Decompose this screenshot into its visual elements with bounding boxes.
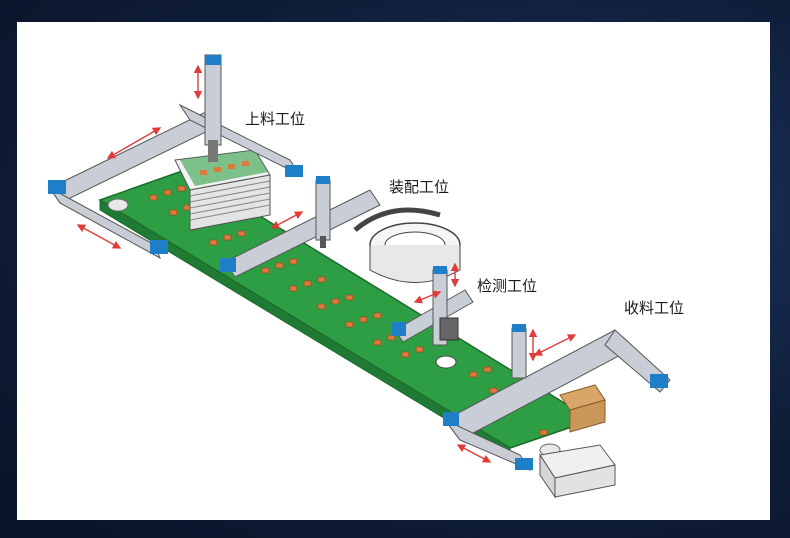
- loading-station-label: 上料工位: [245, 110, 306, 128]
- motion-arrows: [76, 64, 577, 463]
- loading-stack: [174, 149, 271, 231]
- assembly-gantry: [220, 176, 381, 278]
- output-boxes: [539, 384, 616, 499]
- vibratory-feeder: [353, 207, 461, 283]
- inspection-station-label: 检测工位: [477, 277, 538, 295]
- inspection-gantry: [392, 266, 474, 369]
- conveyor-belt: [98, 169, 594, 459]
- receiving-gantry: [443, 324, 671, 472]
- receiving-station-label: 收料工位: [624, 299, 685, 317]
- assembly-station-label: 装配工位: [389, 178, 450, 196]
